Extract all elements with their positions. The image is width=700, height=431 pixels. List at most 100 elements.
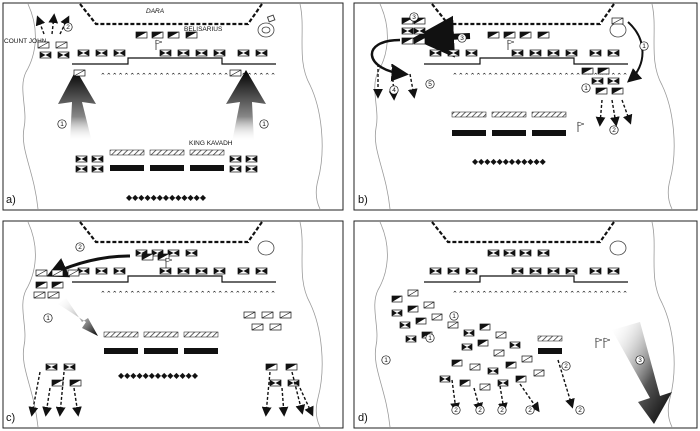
step-number: 2 (78, 244, 82, 251)
unit-marker-icon (413, 37, 426, 45)
flag-icon (507, 39, 515, 50)
unit-marker-icon (33, 291, 46, 299)
unit-marker-icon (195, 49, 208, 57)
step-number: 3 (412, 14, 416, 21)
unit-marker-icon (45, 363, 58, 371)
count-john-label: COUNT JOHN (4, 38, 47, 45)
unit-marker-icon (487, 367, 499, 375)
unit-marker-icon (63, 363, 76, 371)
unit-marker-icon (157, 253, 170, 261)
unit-marker-icon (515, 375, 527, 383)
retreat-arrow (28, 371, 41, 417)
unit-marker-icon (75, 165, 88, 173)
unit-marker-icon (401, 37, 414, 45)
belisarius-label: BELISARIUS (184, 26, 223, 33)
unit-marker-icon (279, 311, 292, 319)
city-wall (79, 3, 263, 26)
flag-icon (577, 121, 585, 132)
unit-marker-icon (521, 355, 533, 363)
persian-reserve-diamonds: ◆◆◆◆◆◆◆◆◆◆◆◆◆ (118, 371, 199, 380)
step-marker: 1 (259, 119, 269, 129)
unit-marker-icon (451, 359, 463, 367)
unit-marker-icon (505, 361, 517, 369)
unit-marker-icon (167, 249, 180, 257)
unit-marker-icon (591, 77, 604, 85)
retreat-arrow (261, 371, 272, 417)
city-wall (431, 221, 615, 244)
unit-marker-icon (493, 349, 505, 357)
persian-unit (538, 348, 562, 354)
unit-marker-icon (611, 17, 624, 25)
step-marker: 1 (57, 119, 67, 129)
retreat-arrow (278, 387, 289, 417)
step-marker: 1 (639, 41, 649, 51)
step-number: 2 (500, 407, 504, 414)
unit-marker-icon (237, 267, 250, 275)
caltrops: ⌃⌃⌃⌃⌃⌃⌃⌃⌃⌃⌃⌃⌃⌃⌃⌃⌃⌃⌃⌃⌃⌃⌃⌃⌃⌃⌃⌃⌃⌃ (452, 72, 628, 80)
trench-line (72, 57, 276, 65)
persian-unit (537, 335, 563, 342)
unit-marker-icon (595, 87, 608, 95)
unit-marker-icon (511, 267, 524, 275)
unit-marker-icon (243, 311, 256, 319)
unit-marker-icon (77, 267, 90, 275)
step-marker: 3 (457, 33, 467, 43)
unit-marker-icon (159, 267, 172, 275)
unit-marker-icon (51, 379, 64, 387)
unit-marker-icon (465, 49, 478, 57)
retreat-arrow (473, 387, 483, 413)
unit-marker-icon (487, 31, 500, 39)
step-marker: 2 (609, 125, 619, 135)
retreat-arrow (621, 99, 633, 125)
unit-marker-icon (509, 341, 521, 349)
panel-letter-b: b) (358, 194, 368, 206)
retreat-arrow (450, 379, 460, 413)
unit-marker-icon (611, 87, 624, 95)
unit-marker-icon (265, 363, 278, 371)
unit-marker-icon (405, 335, 417, 343)
unit-marker-icon (269, 379, 282, 387)
unit-marker-icon (229, 69, 242, 77)
step-marker: 3 (409, 12, 419, 22)
trench-line (72, 275, 276, 283)
left-coastline (22, 221, 39, 428)
panel-letter-d: d) (358, 412, 368, 424)
step-marker: 2 (497, 405, 507, 415)
unit-marker-icon (519, 249, 532, 257)
unit-marker-icon (565, 267, 578, 275)
big-pursuit-arrow (612, 322, 672, 424)
unit-marker-icon (497, 379, 509, 387)
unit-marker-icon (255, 267, 268, 275)
unit-marker-icon (533, 369, 545, 377)
step-number: 1 (384, 357, 388, 364)
unit-marker-icon (547, 267, 560, 275)
step-number: 1 (60, 121, 64, 128)
unit-marker-icon (37, 41, 50, 49)
unit-marker-icon (423, 301, 435, 309)
right-flank-arrow (626, 21, 644, 83)
unit-marker-icon (35, 269, 48, 277)
unit-marker-icon (547, 49, 560, 57)
unit-marker-icon (519, 31, 532, 39)
unit-marker-icon (391, 309, 403, 317)
unit-marker-icon (113, 49, 126, 57)
unit-marker-icon (487, 249, 500, 257)
unit-marker-icon (447, 49, 460, 57)
unit-marker-icon (537, 31, 550, 39)
step-marker: 5 (425, 79, 435, 89)
unit-marker-icon (479, 383, 491, 391)
unit-marker-icon (245, 155, 258, 163)
hill-icon (257, 22, 275, 38)
unit-marker-icon (465, 267, 478, 275)
step-number: 4 (392, 87, 396, 94)
unit-marker-icon (47, 291, 60, 299)
unit-marker-icon (185, 31, 198, 39)
unit-marker-icon (399, 321, 411, 329)
retreat-arrow (35, 15, 46, 35)
advance-arrow-right (226, 70, 266, 142)
unit-marker-icon (255, 49, 268, 57)
unit-marker-icon (185, 249, 198, 257)
step-number: 2 (478, 407, 482, 414)
persian-reserve-diamonds: ◆◆◆◆◆◆◆◆◆◆◆◆ (472, 157, 547, 166)
